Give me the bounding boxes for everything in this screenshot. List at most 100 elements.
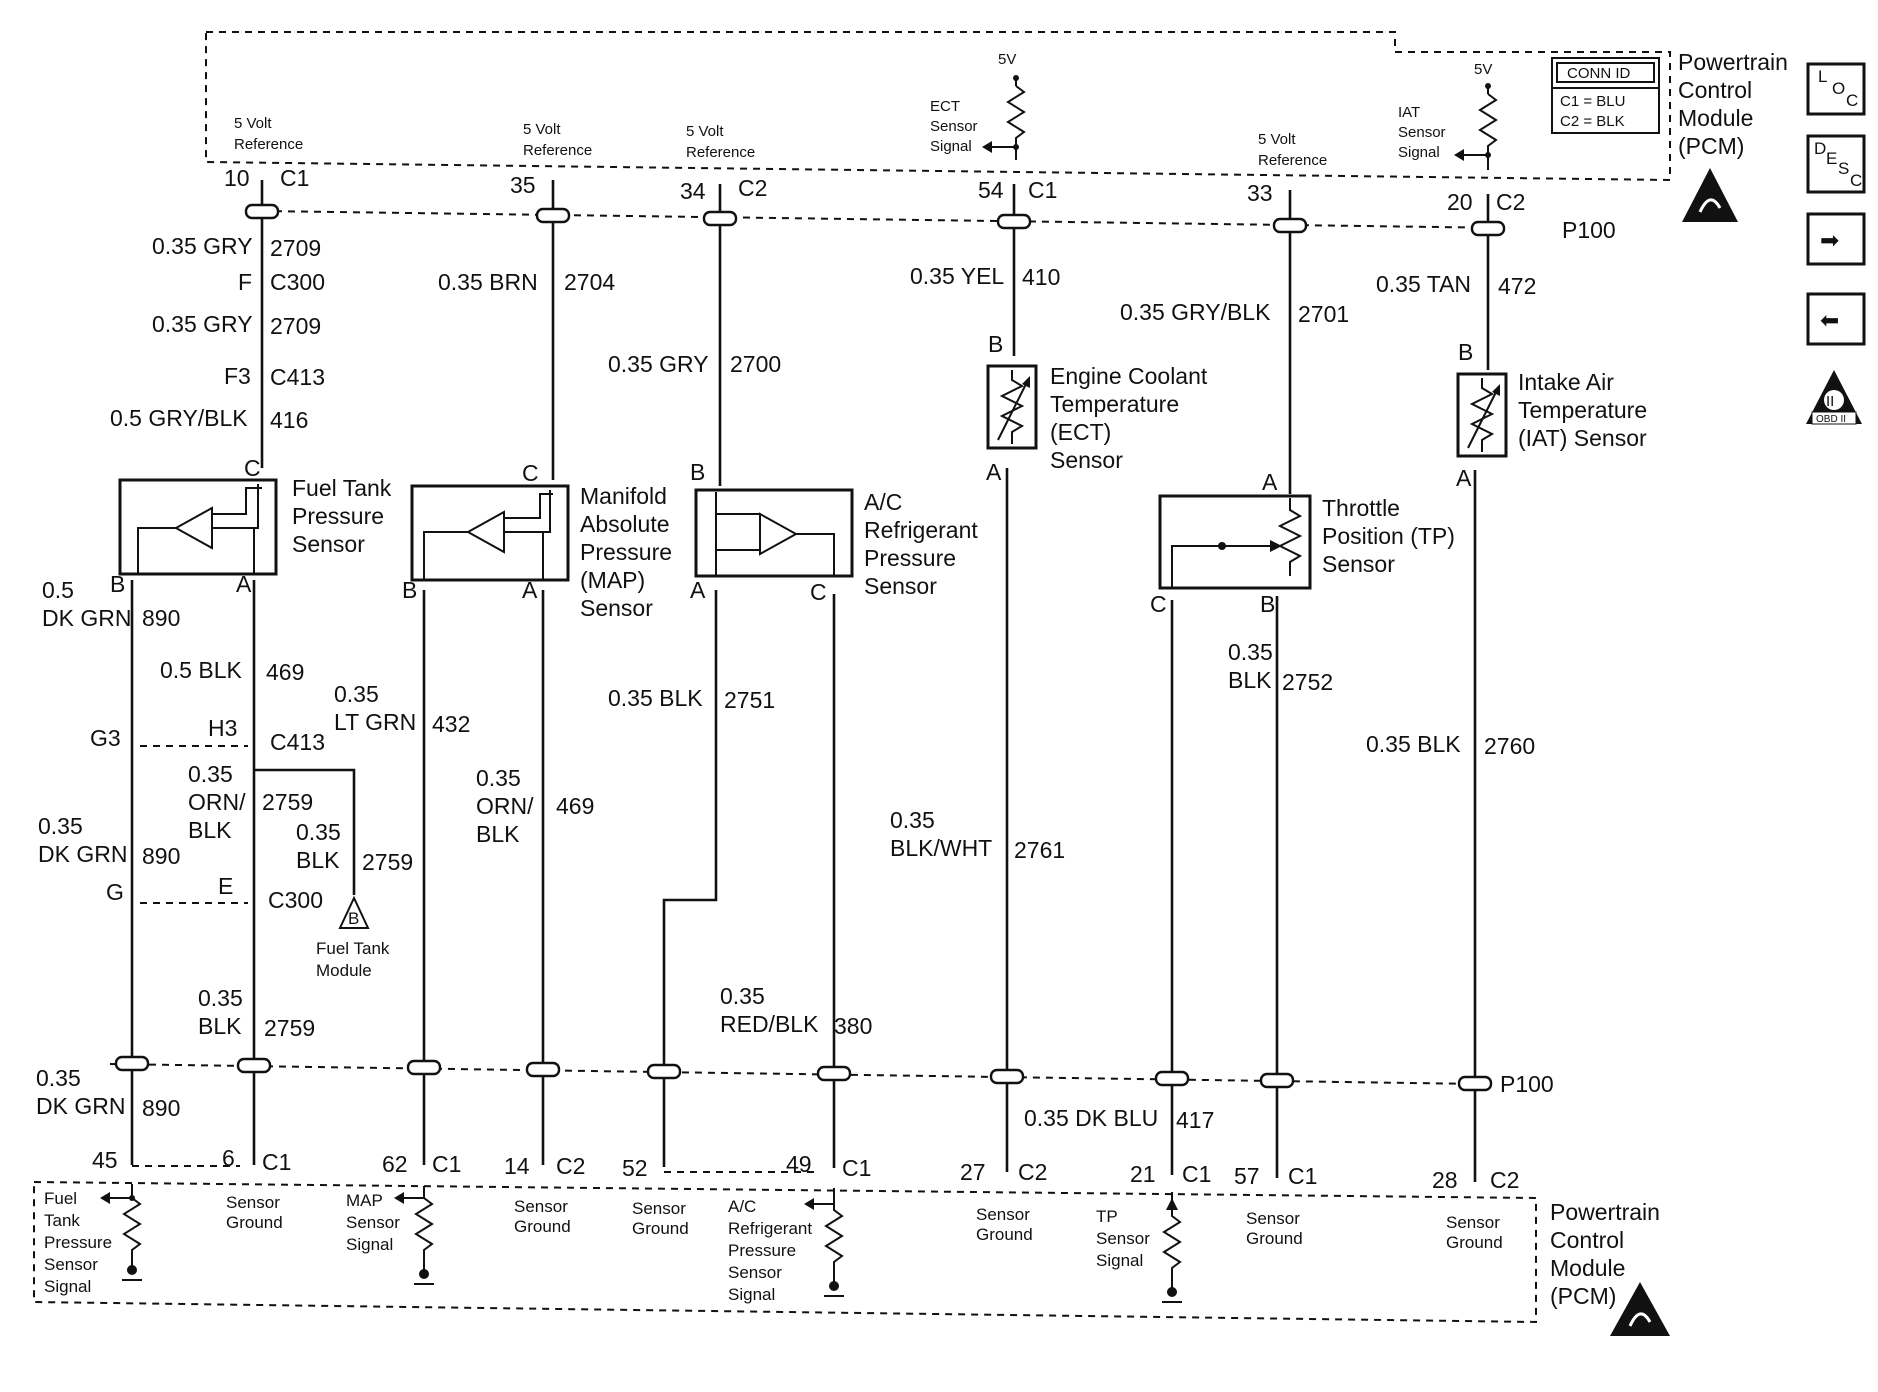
wire-380-g1: 0.35: [720, 983, 765, 1009]
wire-380-g2: RED/BLK: [720, 1011, 819, 1037]
location-button[interactable]: L O C: [1806, 62, 1866, 116]
bottom-splice-label: P100: [1500, 1071, 1554, 1097]
wire-380-num: 380: [834, 1013, 872, 1039]
ac-pin-c: C: [810, 579, 827, 605]
conn-id-box: CONN ID C1 = BLU C2 = BLK: [1551, 57, 1660, 134]
ac-label-3: Pressure: [864, 545, 956, 571]
wire-2709b-num: 2709: [270, 313, 321, 339]
fuel-sensor-pin-b: B: [110, 571, 125, 597]
fuel-tank-pressure-sensor: C B A Fuel Tank Pressure Sensor: [110, 455, 392, 597]
wire-2709b-gauge: 0.35 GRY: [152, 311, 253, 337]
pcm-top-label-1: Powertrain: [1678, 49, 1788, 75]
wire-2760-num: 2760: [1484, 733, 1535, 759]
c413-pin-g3: G3: [90, 725, 121, 751]
wire-890a-num: 890: [142, 605, 180, 631]
top-splice-label: P100: [1562, 217, 1616, 243]
pin-10-conn: C1: [280, 165, 309, 191]
map-label-4: (MAP): [580, 567, 645, 593]
c300-label-lower: C300: [268, 887, 323, 913]
wire-2700-gauge: 0.35 GRY: [608, 351, 709, 377]
wire-416-gauge: 0.5 GRY/BLK: [110, 405, 248, 431]
sensor-ground-14-l2: Ground: [514, 1217, 571, 1236]
c413-label-lower: C413: [270, 729, 325, 755]
map-sensor: C B A Manifold Absolute Pressure (MAP) S…: [402, 460, 672, 621]
wire-469b-g2: ORN/: [476, 793, 534, 819]
wire-2759b-num: 2759: [362, 849, 413, 875]
c413-label: C413: [270, 364, 325, 390]
map-label-2: Absolute: [580, 511, 670, 537]
wire-472-gauge: 0.35 TAN: [1376, 271, 1471, 297]
wire-2760-gauge: 0.35 BLK: [1366, 731, 1461, 757]
wire-410-num: 410: [1022, 264, 1060, 290]
ref-5v-34-l2: Reference: [686, 144, 755, 161]
desc-letter-d: D: [1814, 139, 1826, 158]
five-v-ect: 5V: [998, 51, 1016, 68]
wire-417-gauge: 0.35 DK BLU: [1024, 1105, 1158, 1131]
pcm-bottom-label-1: Powertrain: [1550, 1199, 1660, 1225]
fuel-tank-module-ref: B Fuel Tank Module: [316, 895, 390, 980]
wire-469b-g1: 0.35: [476, 765, 521, 791]
fuel-sensor-pin-c: C: [244, 455, 261, 481]
ref-5v-33-l1: 5 Volt: [1258, 131, 1296, 148]
c300-pin-g: G: [106, 879, 124, 905]
conn-id-c1: C1 = BLU: [1560, 93, 1625, 110]
pin-49: 49: [786, 1151, 812, 1177]
next-page-button[interactable]: ➡: [1806, 212, 1866, 266]
iat-label-2: Temperature: [1518, 397, 1647, 423]
wire-890a-g1: 0.5: [42, 577, 74, 603]
ref-5v-10-l2: Reference: [234, 136, 303, 153]
wire-2759a-num: 2759: [262, 789, 313, 815]
pin-27: 27: [960, 1159, 986, 1185]
pin-20: 20: [1447, 189, 1473, 215]
wire-890c-num: 890: [142, 1095, 180, 1121]
wire-2759a-g1: 0.35: [188, 761, 233, 787]
description-button[interactable]: D E S C: [1806, 134, 1866, 194]
wire-2759c-num: 2759: [264, 1015, 315, 1041]
iat-label-3: (IAT) Sensor: [1518, 425, 1647, 451]
ect-sensor: B A Engine Coolant Temperature (ECT) Sen…: [986, 331, 1208, 485]
map-signal-l2: Sensor: [346, 1213, 400, 1232]
map-pin-c: C: [522, 460, 539, 486]
pcm-bottom-boundary: [33, 1180, 1537, 1324]
obd-ii-button[interactable]: II OBD II: [1806, 370, 1862, 425]
pin-20-conn: C2: [1496, 189, 1525, 215]
fuel-sensor-pin-a: A: [236, 571, 252, 597]
ac-signal-l5: Signal: [728, 1285, 775, 1304]
fuel-sensor-label-1: Fuel Tank: [292, 475, 392, 501]
wire-2761-g1: 0.35: [890, 807, 935, 833]
ect-signal-l1: ECT: [930, 98, 960, 115]
sensor-ground-27-l1: Sensor: [976, 1205, 1030, 1224]
tp-label-2: Position (TP): [1322, 523, 1455, 549]
wire-2759a-g3: BLK: [188, 817, 232, 843]
pcm-top-label: Powertrain Control Module (PCM): [1678, 49, 1788, 159]
previous-page-button[interactable]: ⬅: [1806, 292, 1866, 346]
sensor-ground-27-l2: Ground: [976, 1225, 1033, 1244]
map-label-1: Manifold: [580, 483, 667, 509]
tp-pin-a: A: [1262, 469, 1278, 495]
pcm-bottom-label-2: Control: [1550, 1227, 1624, 1253]
wire-2700-num: 2700: [730, 351, 781, 377]
tp-label-3: Sensor: [1322, 551, 1395, 577]
tp-signal-l2: Sensor: [1096, 1229, 1150, 1248]
bottom-splices: [114, 1055, 1493, 1092]
ac-label-4: Sensor: [864, 573, 937, 599]
pin-62-conn: C1: [432, 1151, 461, 1177]
pcm-top-boundary: [205, 31, 1671, 182]
wire-890c-g1: 0.35: [36, 1065, 81, 1091]
pin-49-conn: C1: [842, 1155, 871, 1181]
next-arrow-icon: ➡: [1820, 227, 1839, 253]
tp-pin-b: B: [1260, 591, 1275, 617]
pin-28: 28: [1432, 1167, 1458, 1193]
wire-2761-g2: BLK/WHT: [890, 835, 992, 861]
tp-pin-c: C: [1150, 591, 1167, 617]
wire-472-num: 472: [1498, 273, 1536, 299]
c300-pin-f: F: [238, 269, 252, 295]
fuel-signal-l4: Sensor: [44, 1255, 98, 1274]
pin-54: 54: [978, 177, 1004, 203]
obd-text: OBD II: [1816, 414, 1846, 425]
sensor-ground-52-l1: Sensor: [632, 1199, 686, 1218]
sensor-ground-28-l2: Ground: [1446, 1233, 1503, 1252]
wire-432-num: 432: [432, 711, 470, 737]
ac-pressure-sensor: B A C A/C Refrigerant Pressure Sensor: [690, 459, 978, 605]
pin-28-conn: C2: [1490, 1167, 1519, 1193]
